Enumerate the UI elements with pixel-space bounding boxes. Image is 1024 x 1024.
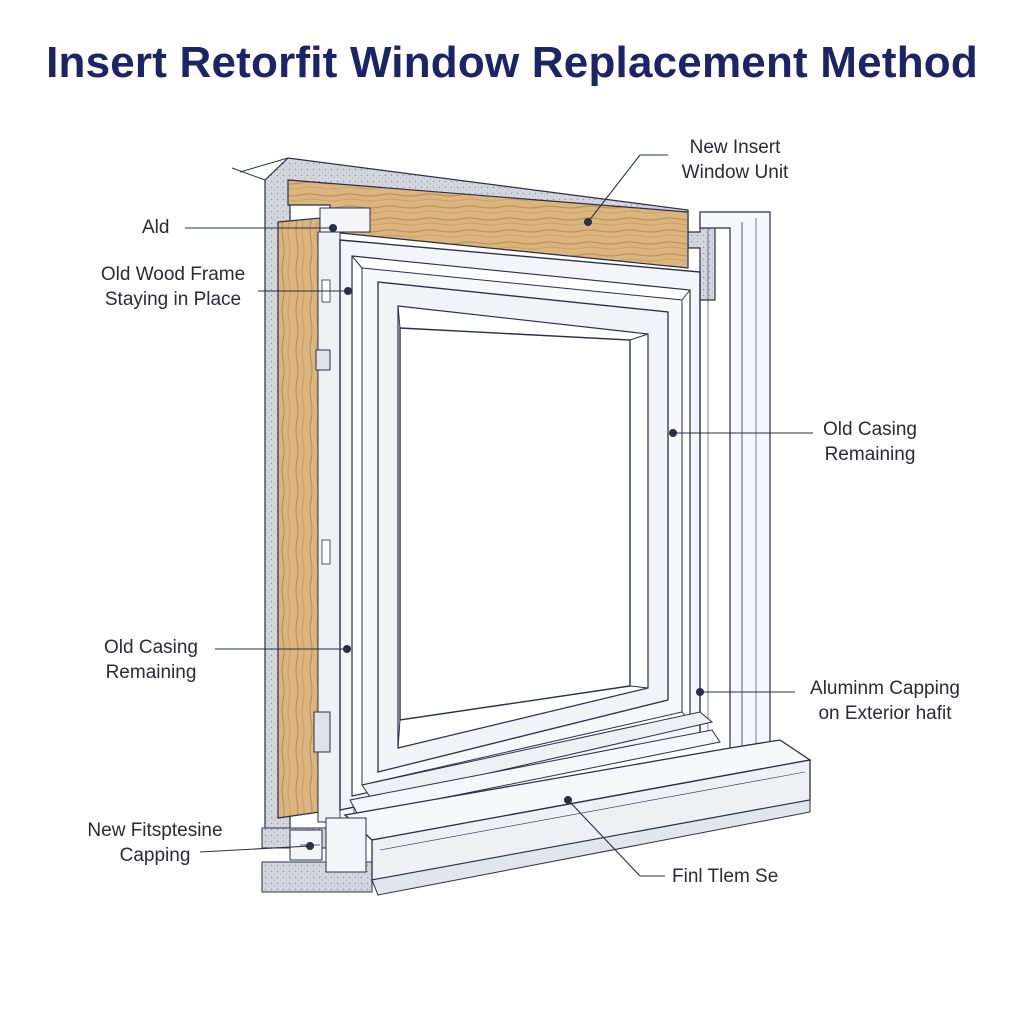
window-sash bbox=[377, 281, 669, 773]
label-old-wood-frame-line2: Staying in Place bbox=[104, 289, 242, 310]
label-old-casing-left: Old Casing Remaining bbox=[86, 635, 216, 685]
label-old-casing-right-line2: Remaining bbox=[824, 444, 916, 465]
label-new-fitspestine-line2: Capping bbox=[119, 845, 191, 866]
diagram-title: Insert Retorfit Window Replacement Metho… bbox=[46, 38, 978, 87]
label-aluminum-capping-line2: on Exterior hafit bbox=[818, 703, 952, 724]
label-old-casing-right-line1: Old Casing bbox=[823, 419, 917, 440]
label-old-casing-left-line1: Old Casing bbox=[104, 637, 198, 658]
label-new-insert-line2: Window Unit bbox=[681, 162, 789, 183]
exterior-casing bbox=[699, 211, 771, 761]
sill-assembly bbox=[289, 711, 812, 896]
label-ald: Ald bbox=[142, 217, 170, 238]
label-new-fitspestine: New Fitsptesine Capping bbox=[70, 818, 240, 868]
label-aluminum-capping-line1: Aluminm Capping bbox=[810, 678, 960, 699]
label-finl-trim: Finl Tlem Se bbox=[672, 866, 779, 887]
label-new-insert: New Insert Window Unit bbox=[660, 135, 810, 185]
label-old-casing-right: Old Casing Remaining bbox=[805, 417, 935, 467]
leader-new-fitspestine bbox=[199, 845, 311, 853]
label-old-casing-left-line2: Remaining bbox=[105, 662, 197, 683]
leader-lines bbox=[185, 154, 813, 877]
label-old-wood-frame-line1: Old Wood Frame bbox=[100, 264, 246, 285]
label-aluminum-capping: Aluminm Capping on Exterior hafit bbox=[795, 676, 975, 726]
label-old-wood-frame: Old Wood Frame Staying in Place bbox=[78, 262, 268, 312]
label-new-insert-line1: New Insert bbox=[689, 137, 781, 158]
label-new-fitspestine-line1: New Fitsptesine bbox=[87, 820, 223, 841]
